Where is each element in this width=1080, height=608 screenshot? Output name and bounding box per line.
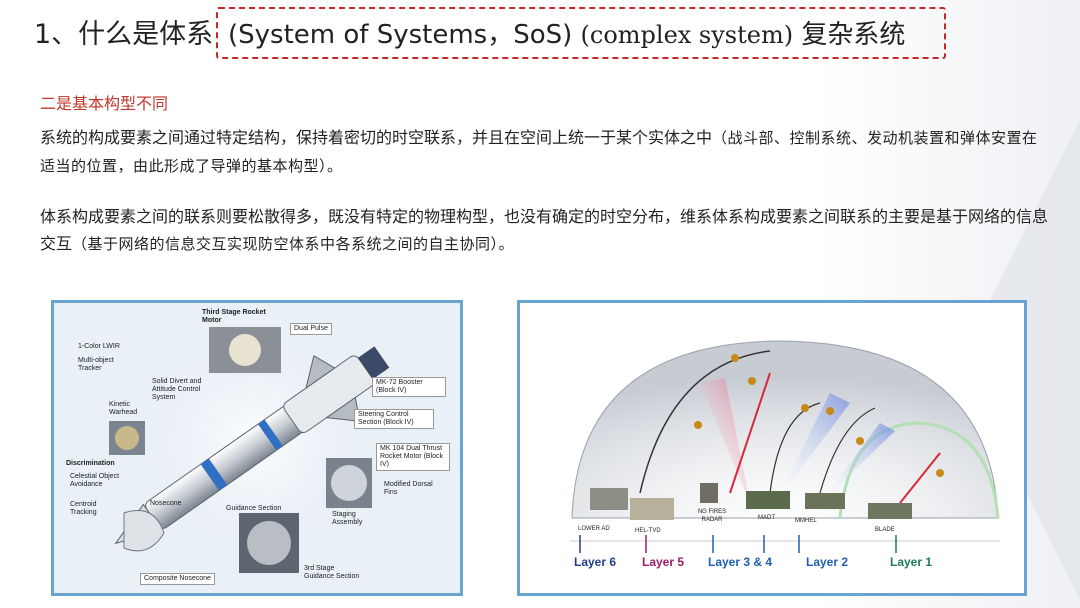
unit-blade: BLADE — [875, 527, 895, 533]
label-dorsal: Modified Dorsal Fins — [384, 481, 433, 496]
label-centroid: Centroid Tracking — [70, 501, 97, 516]
ground-units — [590, 483, 912, 520]
unit-madt: MADT — [758, 515, 775, 521]
label-staging: Staging Assembly — [332, 511, 363, 526]
paragraph-system: 系统的构成要素之间通过特定结构，保持着密切的时空联系，并且在空间上统一于某个实体… — [40, 124, 1050, 180]
missile-diagram — [109, 327, 390, 573]
layer-6-label: Layer 6 — [574, 555, 617, 569]
label-divert: Solid Divert and Attitude Control System — [152, 378, 202, 401]
missile-cutaway-image: Third Stage Rocket Motor Dual Pulse 1-Co… — [51, 300, 463, 596]
label-kinetic: Kinetic Warhead — [109, 401, 138, 416]
label-celestial: Celestial Object Avoidance — [70, 473, 120, 488]
label-dual-pulse: Dual Pulse — [290, 323, 332, 335]
label-guidance: Guidance Section — [226, 505, 282, 512]
label-nosecone: Nosecone — [150, 500, 182, 507]
unit-lower-ad: LOWER AD — [578, 526, 610, 532]
layer-1-label: Layer 1 — [890, 555, 933, 569]
label-mk72: MK-72 Booster (Block IV) — [372, 377, 446, 397]
title-highlight-box — [216, 7, 946, 59]
title-sos: (System of Systems，SoS) — [228, 20, 573, 50]
paragraph-sos: 体系构成要素之间的联系则要松散得多，既没有特定的物理构型，也没有确定的时空分布，… — [40, 203, 1050, 258]
paragraph-sos-main: 体系构成要素之间的联系则要松散得多，既没有特定的物理构型，也没有确定的时空分布，… — [40, 207, 1049, 253]
paragraph-system-main: 系统的构成要素之间通过特定结构，保持着密切的时空联系，并且在空间上统一于某个实体… — [40, 128, 713, 147]
title-term: (System of Systems，SoS) (complex system)… — [228, 12, 905, 58]
paragraph-system-note: （战斗部、控制系统、发动机装置和弹体安置在适当的位置，由此形成了导弹的基本构型）… — [40, 129, 1038, 175]
subheading: 二是基本构型不同 — [40, 94, 169, 113]
unit-mmhel: MMHEL — [795, 518, 817, 524]
title-complex: (complex system) — [580, 21, 794, 49]
paragraph-sos-note: （基于网络的信息交互实现防空体系中各系统之间的自主协同）。 — [72, 235, 515, 253]
title-number: 1、什么是体系 — [34, 19, 214, 50]
unit-hel-tvd: HEL-TVD — [635, 528, 661, 534]
label-multi-object: Multi-object Tracker — [78, 357, 114, 372]
label-lwir: 1-Color LWIR — [78, 343, 120, 350]
title-tail: 复杂系统 — [801, 20, 906, 50]
label-discrimination: Discrimination — [66, 460, 115, 467]
layer-2-label: Layer 2 — [806, 555, 849, 569]
layer-3-4-label: Layer 3 & 4 — [708, 555, 773, 569]
label-composite: Composite Nosecone — [140, 573, 215, 585]
label-steering: Steering Control Section (Block IV) — [354, 409, 434, 429]
unit-ng-fires-radar: NG FIRES RADAR — [697, 509, 727, 523]
label-third-stage: Third Stage Rocket Motor — [202, 309, 266, 324]
layer-5-label: Layer 5 — [642, 555, 685, 569]
label-mk104: MK 104 Dual Thrust Rocket Motor (Block I… — [376, 443, 450, 471]
defense-dome-diagram — [570, 340, 1000, 553]
layered-defense-image: LOWER AD HEL-TVD NG FIRES RADAR MADT MMH… — [517, 300, 1027, 596]
slide-title: 1、什么是体系 — [34, 12, 213, 58]
label-guidance-3: 3rd Stage Guidance Section — [304, 565, 360, 580]
